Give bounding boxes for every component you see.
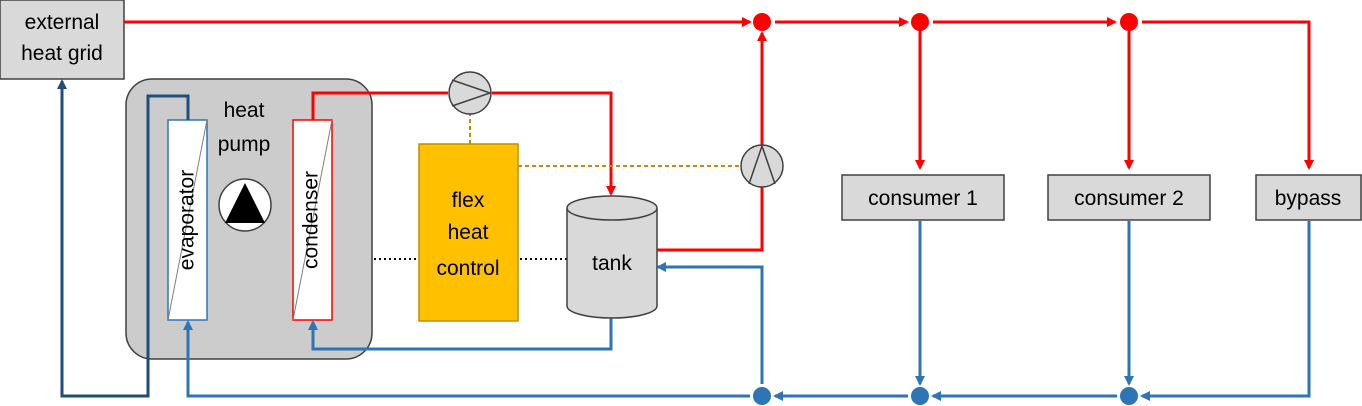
- bypass-box: bypass: [1255, 174, 1362, 221]
- condenser-label: condenser: [300, 171, 323, 269]
- supply-junction-1: [753, 13, 771, 31]
- return-junction-2: [911, 387, 929, 405]
- external-heat-grid-label-line2: heat grid: [21, 42, 103, 65]
- return-to-tank-line: [656, 262, 764, 384]
- flex-label-line1: flex: [452, 189, 485, 212]
- flex-heat-control-box: flex heat control: [418, 143, 519, 322]
- compressor-triangle-icon: [218, 178, 272, 232]
- supply-junction-2: [911, 13, 929, 31]
- flex-label-line2: heat: [448, 221, 489, 244]
- consumer-2-label: consumer 2: [1074, 187, 1184, 210]
- heat-pump-label-line2: pump: [218, 133, 271, 156]
- flex-label-line3: control: [436, 257, 499, 280]
- return-lines: [183, 221, 1311, 401]
- heat-pump-label-line1: heat: [224, 99, 265, 122]
- evaporator: evaporator: [167, 119, 208, 321]
- consumer-1-box: consumer 1: [841, 174, 1005, 221]
- tank-to-supply-line: [656, 31, 767, 252]
- tank-label: tank: [592, 252, 632, 275]
- condenser-to-tank-line: [311, 91, 448, 120]
- supply-junction-3: [1120, 13, 1138, 31]
- pump-icon: [448, 71, 493, 115]
- external-heat-grid-label-line1: external: [25, 11, 100, 34]
- grid-return-line: [57, 79, 190, 398]
- consumer-2-box: consumer 2: [1047, 174, 1211, 221]
- bypass-label: bypass: [1275, 187, 1342, 210]
- condenser: condenser: [292, 119, 333, 321]
- supply-lines: [124, 17, 1314, 252]
- consumer-1-label: consumer 1: [868, 187, 978, 210]
- pump-icon: [740, 143, 784, 188]
- evaporator-label: evaporator: [176, 170, 199, 270]
- tank-to-condenser-line: [308, 318, 613, 351]
- return-to-evaporator-line: [183, 320, 750, 398]
- tank: tank: [566, 195, 658, 319]
- return-junction-3: [1120, 387, 1138, 405]
- external-heat-grid-box: external heat grid: [0, 0, 125, 80]
- control-lines: [374, 112, 740, 260]
- return-junction-1: [753, 387, 771, 405]
